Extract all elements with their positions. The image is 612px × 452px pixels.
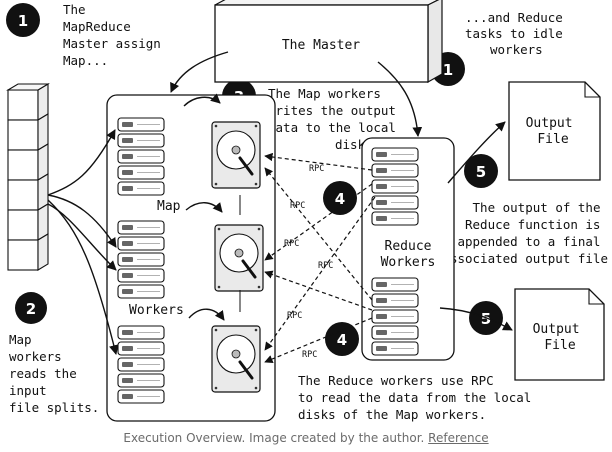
map-group-label-top: Map — [157, 199, 181, 214]
svg-text:1: 1 — [18, 12, 28, 30]
rpc-label-6: RPC — [302, 350, 317, 360]
input-split-block — [7, 233, 49, 271]
note-map-read: Map workers reads the input file splits. — [9, 332, 99, 415]
reduce-server-2 — [371, 277, 419, 356]
svg-text:5: 5 — [481, 310, 491, 328]
rpc-line-3 — [264, 196, 376, 351]
caption-text: Execution Overview. Image created by the… — [123, 431, 425, 445]
step-badge-4-bottom: 4 — [325, 322, 359, 356]
output-file-top: Output File — [508, 81, 601, 181]
arrow-split-to-map-3 — [47, 199, 119, 355]
svg-text:2: 2 — [26, 300, 36, 318]
rpc-labels: RPC RPC RPC RPC RPC RPC — [284, 164, 333, 360]
arrow-reduce-to-output-top — [447, 121, 506, 184]
rpc-line-2 — [264, 183, 373, 261]
output-file-bottom-label: Output File — [533, 322, 588, 353]
step-badge-2: 2 — [15, 292, 47, 324]
input-split-block — [6, 83, 50, 121]
map-server-1 — [117, 117, 165, 196]
note-map-write: The Map workers writes the output data t… — [268, 86, 403, 152]
reduce-group-label-bottom: Workers — [381, 255, 436, 270]
map-workers-group: Map Workers — [106, 94, 276, 422]
output-file-top-label: Output File — [526, 116, 581, 147]
caption-reference-link[interactable]: Reference — [428, 431, 489, 445]
reduce-group-label-top: Reduce — [385, 239, 432, 254]
svg-text:5: 5 — [476, 163, 486, 181]
reduce-server-1 — [371, 147, 419, 226]
step-badge-4-top: 4 — [323, 181, 357, 215]
arrow-split-to-map-1 — [47, 129, 116, 196]
reduce-workers-group: Reduce Workers — [361, 137, 455, 361]
rpc-label-5: RPC — [287, 311, 302, 321]
output-file-bottom: Output File — [514, 288, 605, 381]
step-badge-5-top: 5 — [464, 154, 498, 188]
rpc-line-4 — [264, 167, 373, 301]
rpc-label-2: RPC — [290, 201, 305, 211]
arrow-master-to-reduce — [377, 61, 423, 137]
rpc-lines — [264, 152, 376, 364]
rpc-label-3: RPC — [284, 239, 299, 249]
rpc-line-1 — [264, 152, 373, 171]
map-group-label-bottom: Workers — [129, 303, 184, 318]
local-disk-2-icon — [214, 224, 264, 292]
arrow-split-to-map-2 — [47, 194, 117, 248]
svg-text:1: 1 — [443, 61, 453, 79]
svg-text:4: 4 — [337, 331, 347, 349]
rpc-line-6 — [264, 317, 373, 364]
arrow-map-write-2 — [185, 202, 223, 213]
note-reduce-assign: ...and Reduce tasks to idle workers — [465, 10, 570, 57]
rpc-line-5 — [264, 270, 373, 311]
arrow-map-write-1 — [183, 93, 221, 107]
local-disk-3-icon — [211, 325, 261, 393]
svg-text:4: 4 — [335, 190, 345, 208]
local-disk-1-icon — [211, 121, 261, 189]
arrow-split-to-map-4 — [47, 203, 117, 271]
mapreduce-diagram: 1 1 2 3 4 4 5 5 The MapReduce Master ass… — [6, 0, 608, 422]
master-label: The Master — [282, 38, 360, 53]
master-box: The Master — [214, 0, 443, 84]
arrow-master-to-map — [170, 51, 229, 93]
rpc-label-4: RPC — [318, 261, 333, 271]
figure-caption: Execution Overview. Image created by the… — [0, 431, 612, 445]
input-split-block — [7, 173, 49, 211]
note-reduce-rpc: The Reduce workers use RPC to read the d… — [298, 373, 539, 422]
flow-arrows — [47, 51, 513, 355]
note-reduce-append: The output of the Reduce function is app… — [442, 200, 608, 266]
rpc-label-1: RPC — [309, 164, 324, 174]
map-server-2 — [117, 220, 165, 299]
note-master-assign: The MapReduce Master assign Map... — [63, 2, 168, 68]
arrow-reduce-to-output-bottom — [439, 307, 513, 331]
step-badge-1-master: 1 — [6, 3, 40, 37]
arrow-map-write-3 — [188, 308, 225, 321]
input-splits-stack — [6, 83, 50, 271]
input-split-block — [7, 203, 49, 241]
map-server-3 — [117, 325, 165, 404]
input-split-block — [7, 143, 49, 181]
